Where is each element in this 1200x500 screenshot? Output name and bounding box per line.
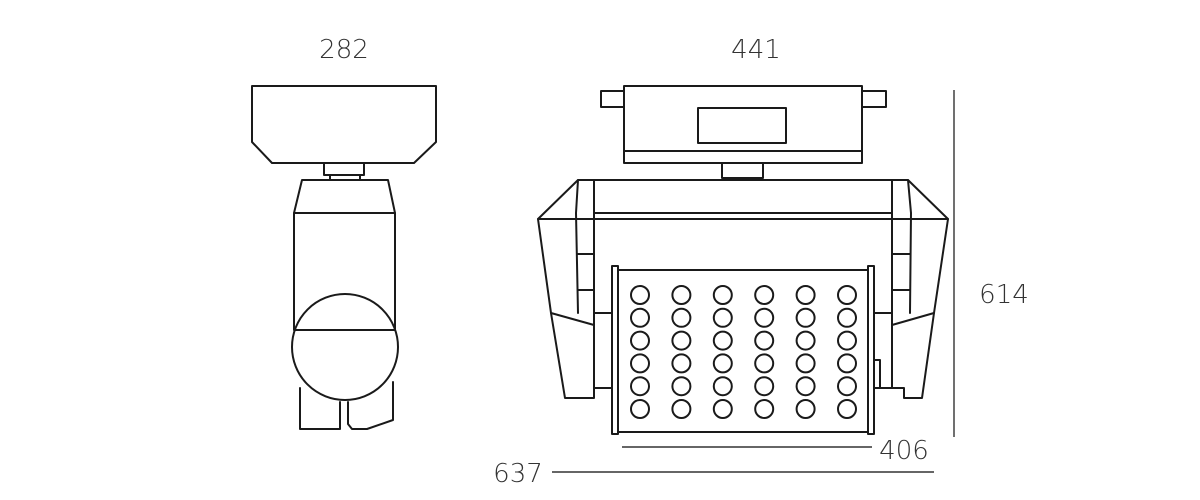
side-width-label: 282 [319, 35, 369, 65]
front-width-label: 441 [731, 35, 781, 65]
front-view-connector [721, 162, 764, 179]
front-view-panel-edge-left [611, 265, 619, 435]
led-lens [837, 399, 857, 419]
led-lens [837, 307, 857, 328]
front-view-yoke-left-bracket [593, 312, 613, 389]
led-lens [754, 353, 775, 374]
led-lens [712, 376, 733, 397]
side-view-housing-front [347, 381, 394, 430]
front-view-led-panel [617, 269, 869, 433]
led-lens [712, 285, 733, 305]
led-lens [837, 330, 857, 351]
led-lens [712, 399, 733, 419]
side-view-pivot-disc [291, 293, 399, 401]
led-lens [671, 285, 692, 305]
led-lens [671, 330, 692, 351]
led-lens [671, 399, 692, 419]
panel-width-label: 406 [879, 436, 929, 466]
front-view-yoke-right-arm [891, 179, 935, 389]
side-view-connector [323, 162, 365, 176]
led-lens [837, 285, 857, 305]
height-label: 614 [979, 280, 1029, 310]
front-view-mount-tab-right [861, 90, 887, 108]
front-view-yoke-right-bracket [873, 312, 893, 389]
front-view-mount-label [697, 107, 787, 144]
side-view [251, 85, 437, 430]
side-view-housing-rear [299, 387, 341, 430]
dimension-lines [552, 90, 955, 473]
led-lens [795, 307, 816, 328]
led-lens [795, 376, 816, 397]
led-lens [712, 353, 733, 374]
front-view [537, 85, 949, 435]
led-lens [795, 330, 816, 351]
led-lens [671, 376, 692, 397]
led-lens [754, 307, 775, 328]
led-lens [754, 330, 775, 351]
led-lens [795, 353, 816, 374]
front-view-yoke-outline [537, 179, 949, 399]
led-lens [754, 285, 775, 305]
led-lens [754, 376, 775, 397]
led-lens [795, 399, 816, 419]
led-lens [837, 353, 857, 374]
led-lens [630, 399, 650, 419]
led-lens [795, 285, 816, 305]
side-view-mount-box [251, 85, 437, 164]
led-lens [630, 307, 650, 328]
led-grid [630, 285, 857, 419]
side-view-arm-body [293, 212, 396, 331]
led-lens [671, 353, 692, 374]
led-lens [712, 307, 733, 328]
front-view-yoke-left-arm [550, 179, 595, 389]
front-view-mount-tab-left [600, 90, 625, 108]
led-lens [712, 330, 733, 351]
led-lens [671, 307, 692, 328]
front-view-panel-edge-right [867, 265, 875, 435]
led-lens [630, 330, 650, 351]
side-view-arm-neck [293, 179, 396, 214]
led-lens [630, 353, 650, 374]
led-lens [630, 285, 650, 305]
led-lens [754, 399, 775, 419]
led-lens [630, 376, 650, 397]
overall-width-label: 637 [493, 459, 543, 489]
led-lens [837, 376, 857, 397]
